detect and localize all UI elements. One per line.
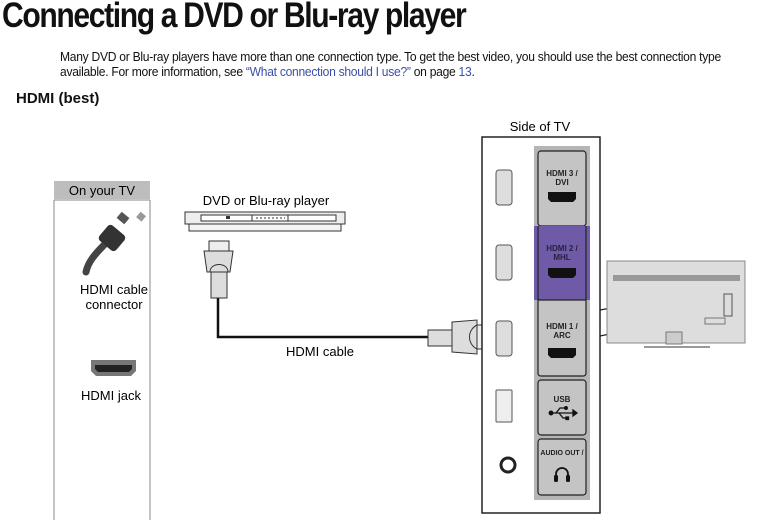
tv-back-thumbnail (606, 260, 746, 348)
port-hdmi3[interactable]: HDMI 3 / DVI (537, 150, 587, 227)
side-of-tv-label: Side of TV (510, 119, 571, 134)
port-hdmi2-label-2: MHL (553, 253, 570, 262)
hdmi-port-icon (548, 268, 576, 278)
hdmi-port-icon (548, 348, 576, 358)
port-hdmi1[interactable]: HDMI 1 / ARC (537, 299, 587, 377)
legend-border (53, 199, 151, 520)
hdmi-port-icon (548, 192, 576, 202)
cable-label: HDMI cable (286, 344, 354, 359)
port-hdmi1-label-2: ARC (553, 331, 571, 340)
port-audio-label: AUDIO OUT / (540, 450, 583, 457)
port-hdmi2-highlighted[interactable]: HDMI 2 / MHL (534, 226, 590, 300)
hdmi-plug-side-icon (427, 319, 486, 355)
jack-label: HDMI jack (81, 388, 141, 403)
page-link[interactable]: 13 (458, 64, 472, 79)
legend-header: On your TV (69, 183, 136, 198)
side-ports (495, 169, 517, 474)
intro-text: Many DVD or Blu-ray players have more th… (60, 49, 721, 79)
hdmi-plug-top-icon (203, 240, 234, 299)
hdmi-cable-line (216, 298, 430, 339)
headphones-icon (554, 467, 570, 482)
connector-label-2: connector (85, 297, 143, 312)
port-hdmi3-label-2: DVI (555, 178, 568, 187)
port-hdmi1-label-1: HDMI 1 / (546, 322, 578, 331)
intro-paragraph: Many DVD or Blu-ray players have more th… (60, 49, 730, 79)
legend-header-bg (54, 181, 150, 199)
port-hdmi3-label-1: HDMI 3 / (546, 169, 578, 178)
intro-text-mid: on page (410, 64, 459, 79)
connection-link[interactable]: “What connection should I use?” (245, 64, 411, 79)
hdmi-jack-icon (91, 360, 136, 376)
port-usb[interactable]: USB (537, 379, 587, 436)
port-usb-label: USB (554, 395, 571, 404)
usb-icon (548, 406, 579, 421)
player-label: DVD or Blu-ray player (203, 193, 330, 208)
intro-text-end: . (471, 64, 475, 79)
hdmi-cable-connector-icon (82, 211, 146, 276)
dvd-player-icon (184, 211, 346, 232)
section-heading: HDMI (best) (16, 90, 100, 107)
port-hdmi2-label-1: HDMI 2 / (546, 244, 578, 253)
legend-box: On your TV HDMI cable connector HDMI jac… (53, 181, 151, 520)
page-title: Connecting a DVD or Blu-ray player (2, 0, 467, 35)
connector-label-1: HDMI cable (80, 282, 148, 297)
port-audio-out[interactable]: AUDIO OUT / (537, 438, 587, 496)
panel-edge (537, 226, 587, 300)
